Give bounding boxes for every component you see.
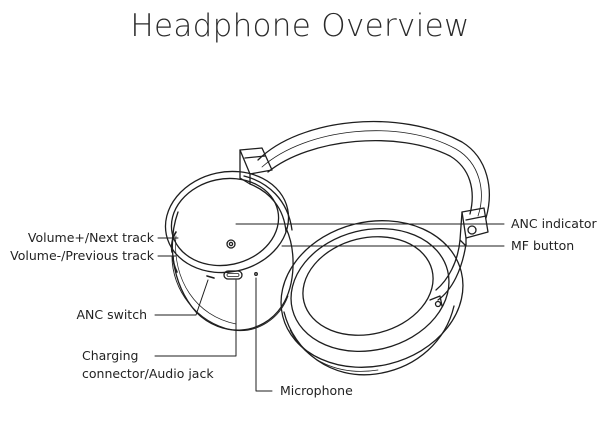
label-volume-down: Volume-/Previous track xyxy=(10,248,154,263)
label-volume-up: Volume+/Next track xyxy=(27,230,154,245)
charging-leader xyxy=(154,279,237,357)
label-microphone: Microphone xyxy=(280,383,353,398)
anc-switch-leader xyxy=(154,279,209,316)
headband xyxy=(239,120,490,247)
microphone-leader xyxy=(255,277,273,392)
label-mf-button: MF button xyxy=(511,238,575,253)
callout-lines xyxy=(154,223,505,392)
label-anc-switch: ANC switch xyxy=(76,307,147,322)
label-charging-line2: connector/Audio jack xyxy=(82,366,214,381)
right-earcup xyxy=(280,220,467,376)
diagram-title: Headphone Overview xyxy=(130,8,470,44)
label-charging-line1: Charging xyxy=(82,348,139,363)
label-anc-indicator: ANC indicator xyxy=(511,216,597,231)
left-earcup xyxy=(164,170,294,332)
